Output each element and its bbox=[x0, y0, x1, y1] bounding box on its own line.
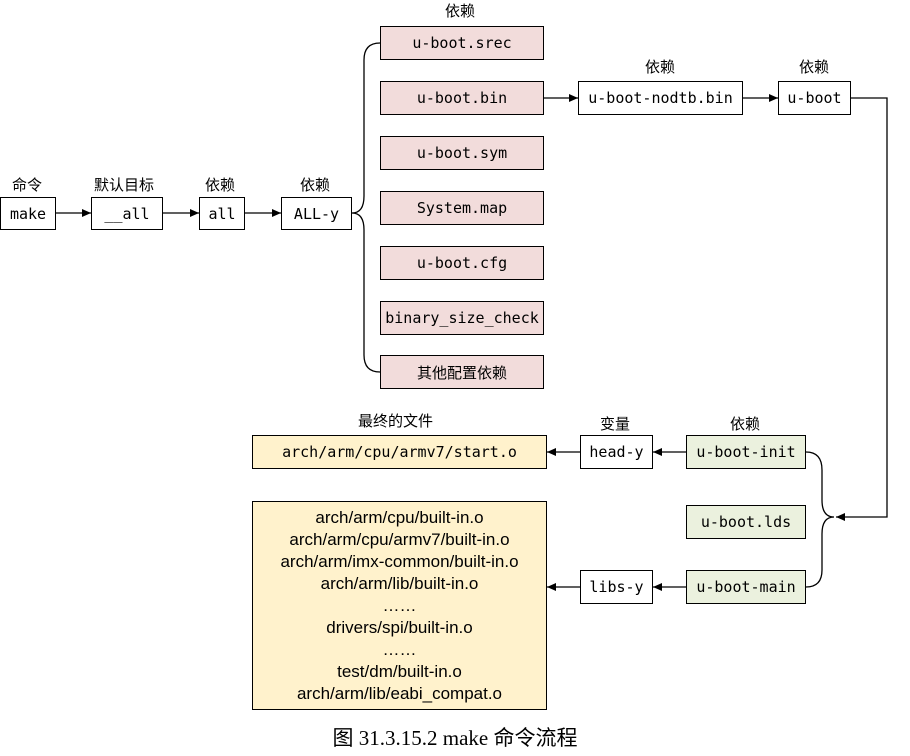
brace-ally-dependencies bbox=[351, 42, 381, 373]
label-final-file: 最终的文件 bbox=[358, 412, 434, 430]
libs-file-ellipsis: …… bbox=[382, 595, 417, 615]
label-dep-uboot: 依赖 bbox=[799, 58, 830, 76]
node-libs-y: libs-y bbox=[580, 570, 653, 604]
libs-file-list: arch/arm/cpu/built-in.o arch/arm/cpu/arm… bbox=[252, 501, 547, 710]
node-uboot-lds: u-boot.lds bbox=[686, 505, 806, 539]
libs-file-item: arch/arm/lib/built-in.o bbox=[320, 573, 479, 593]
label-dep-srec: 依赖 bbox=[445, 2, 476, 20]
libs-file-item: arch/arm/cpu/built-in.o bbox=[315, 507, 484, 527]
brace-uboot-dependencies bbox=[805, 451, 835, 588]
libs-file-item: test/dm/built-in.o bbox=[337, 661, 462, 681]
label-default-target: 默认目标 bbox=[94, 176, 155, 194]
node-uboot-srec: u-boot.srec bbox=[380, 26, 544, 60]
figure-caption: 图 31.3.15.2 make 命令流程 bbox=[332, 726, 578, 750]
node-uboot-bin: u-boot.bin bbox=[380, 81, 544, 115]
node-all-target: __all bbox=[91, 197, 163, 230]
node-uboot-main: u-boot-main bbox=[686, 570, 806, 604]
node-uboot-sym: u-boot.sym bbox=[380, 136, 544, 170]
label-dep-init: 依赖 bbox=[730, 415, 761, 433]
node-all: all bbox=[199, 197, 245, 230]
line-uboot-to-brace bbox=[836, 97, 888, 521]
libs-file-item: arch/arm/lib/eabi_compat.o bbox=[296, 683, 503, 703]
node-binary-size-check: binary_size_check bbox=[380, 301, 544, 335]
node-system-map: System.map bbox=[380, 191, 544, 225]
node-make: make bbox=[0, 197, 56, 230]
label-dep-all: 依赖 bbox=[205, 176, 236, 194]
libs-file-item: arch/arm/imx-common/built-in.o bbox=[280, 551, 519, 571]
libs-file-item: drivers/spi/built-in.o bbox=[326, 617, 473, 637]
node-uboot-cfg: u-boot.cfg bbox=[380, 246, 544, 280]
node-uboot-nodtb-bin: u-boot-nodtb.bin bbox=[578, 81, 743, 115]
node-other-deps: 其他配置依赖 bbox=[380, 355, 544, 389]
node-uboot-init: u-boot-init bbox=[686, 435, 806, 469]
label-dep-nodtb: 依赖 bbox=[645, 58, 676, 76]
label-command: 命令 bbox=[12, 176, 43, 194]
node-ally: ALL-y bbox=[281, 197, 352, 230]
libs-file-item: arch/arm/cpu/armv7/built-in.o bbox=[289, 529, 510, 549]
node-uboot: u-boot bbox=[778, 81, 851, 115]
node-start-o: arch/arm/cpu/armv7/start.o bbox=[252, 435, 547, 469]
label-variable: 变量 bbox=[600, 415, 631, 433]
node-head-y: head-y bbox=[580, 435, 653, 469]
label-dep-ally: 依赖 bbox=[300, 176, 331, 194]
libs-file-ellipsis: …… bbox=[382, 639, 417, 659]
